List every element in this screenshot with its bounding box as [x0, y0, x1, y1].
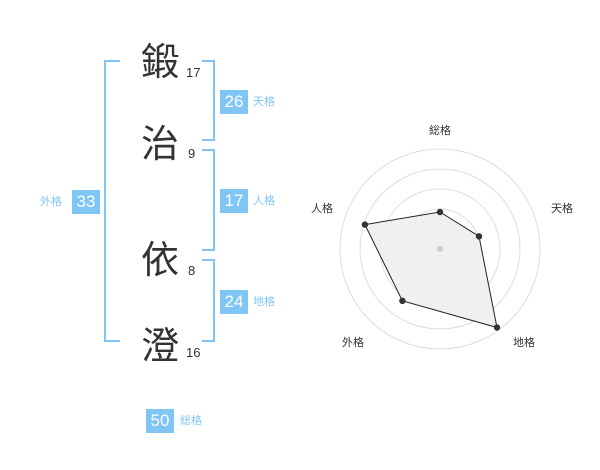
gaikaku-label: 外格 — [40, 195, 62, 208]
chikaku-bracket — [202, 259, 215, 342]
stroke-count-3: 8 — [188, 263, 196, 278]
radar-data-points — [361, 208, 501, 331]
radar-center-dot — [437, 246, 443, 252]
jinkaku-bracket — [202, 149, 215, 251]
radar-point — [399, 297, 406, 304]
name-char-4: 澄 — [140, 324, 179, 368]
tenkaku-score: 26 — [220, 90, 248, 114]
soukaku-label: 総格 — [180, 414, 202, 427]
radar-axis-label-chikaku: 地格 — [513, 335, 535, 349]
name-char-2: 治 — [140, 122, 179, 166]
tenkaku-label: 天格 — [253, 95, 275, 108]
radar-data-polygon — [364, 211, 498, 329]
jinkaku-label: 人格 — [253, 194, 275, 207]
name-char-3: 依 — [140, 238, 179, 282]
stroke-count-2: 9 — [188, 146, 196, 161]
name-char-1: 鍛 — [140, 40, 179, 84]
gaikaku-score: 33 — [72, 190, 100, 214]
radar-axis-label-gaikaku: 外格 — [342, 335, 364, 349]
radar-point — [475, 233, 483, 240]
radar-axis-label-jinkaku: 人格 — [311, 201, 333, 215]
radar-point — [493, 324, 501, 331]
radar-ring — [359, 168, 521, 330]
stroke-count-4: 16 — [186, 345, 201, 360]
radar-axis-label-tenkaku: 天格 — [551, 201, 573, 215]
radar-chart: 総格 天格 地格 外格 人格 — [311, 123, 573, 350]
jinkaku-score: 17 — [220, 189, 248, 213]
radar-axis-label-soukaku: 総格 — [429, 123, 451, 137]
tenkaku-bracket — [202, 60, 215, 141]
radar-ring — [339, 148, 541, 350]
radar-point — [361, 221, 369, 228]
stroke-count-1: 17 — [186, 65, 201, 80]
chikaku-label: 地格 — [253, 295, 275, 308]
gaikaku-bracket — [104, 60, 120, 342]
chikaku-score: 24 — [220, 290, 248, 314]
soukaku-score: 50 — [146, 409, 174, 433]
radar-point — [436, 208, 444, 216]
